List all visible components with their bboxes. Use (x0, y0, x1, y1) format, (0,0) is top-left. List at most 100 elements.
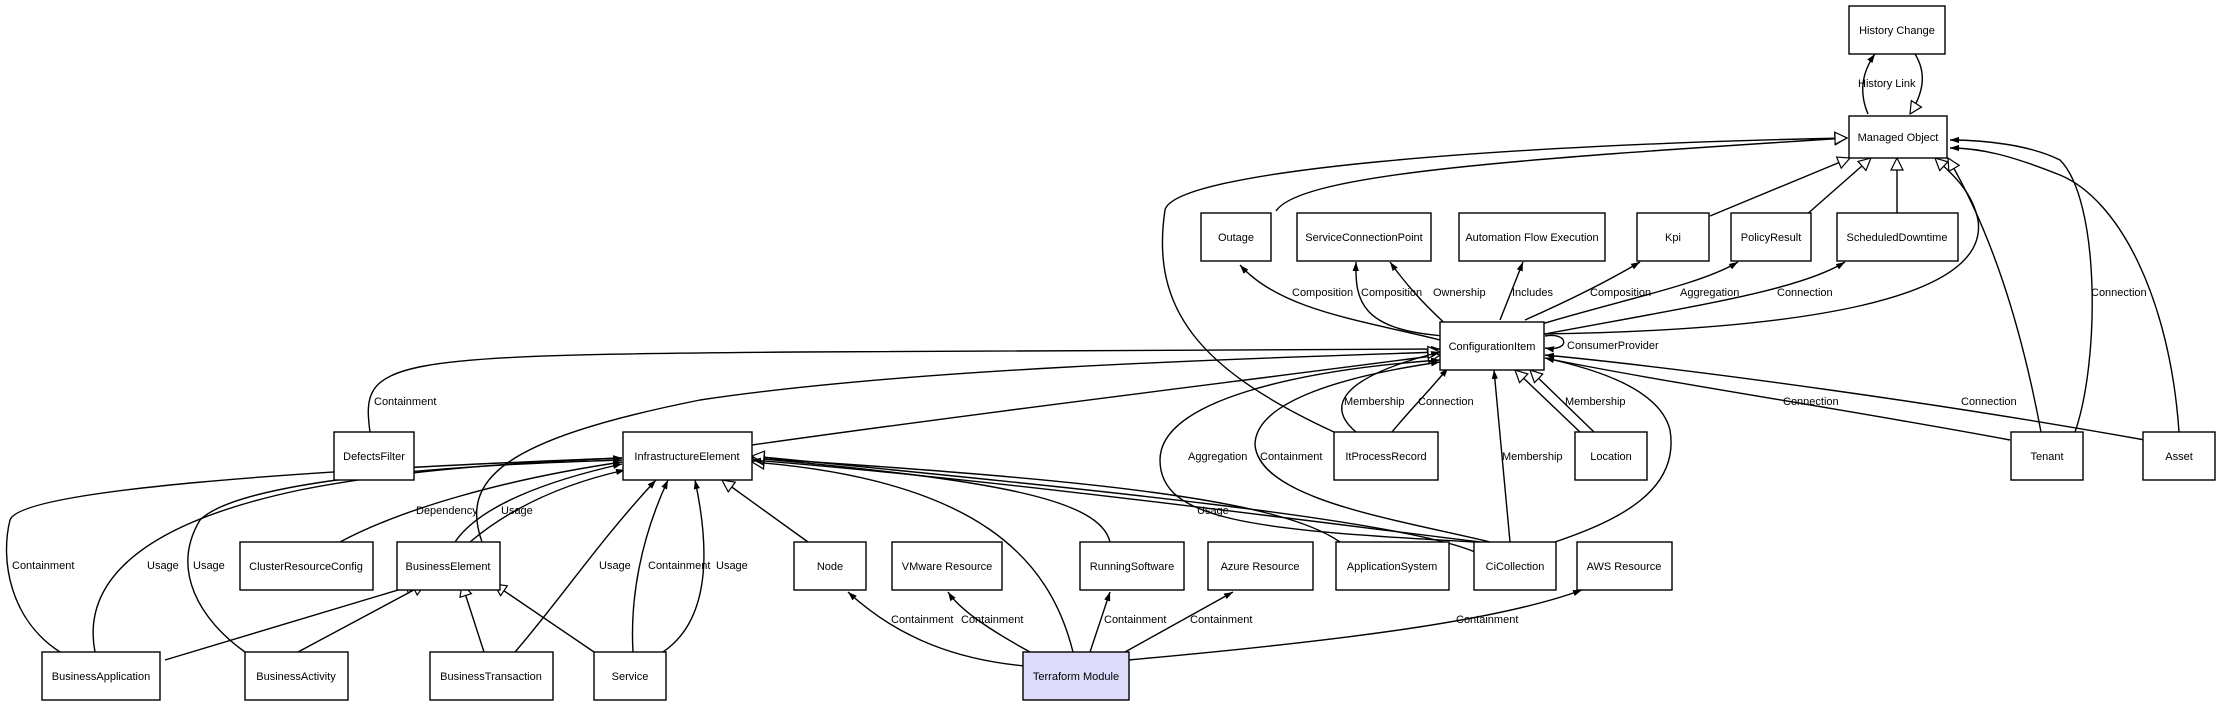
edge-managedobject-historychange (1861, 53, 1876, 115)
edge-terraform-infra (752, 462, 1074, 653)
node-azure-resource[interactable]: Azure Resource (1207, 541, 1314, 591)
edge-service-infra-usage (662, 479, 705, 653)
node-outage[interactable]: Outage (1200, 212, 1272, 262)
node-label: Automation Flow Execution (1465, 232, 1598, 244)
node-label: CiCollection (1486, 561, 1545, 573)
edge-cicollection-ci-aggregation (1159, 357, 1476, 543)
edge-label: Containment (648, 560, 710, 572)
edge-busapp-infra-usage (92, 455, 623, 653)
node-configuration-item[interactable]: ConfigurationItem (1439, 321, 1545, 371)
node-application-system[interactable]: ApplicationSystem (1335, 541, 1450, 591)
node-kpi[interactable]: Kpi (1636, 212, 1710, 262)
edge-label: Usage (501, 505, 533, 517)
node-location[interactable]: Location (1574, 431, 1648, 481)
node-vmware-resource[interactable]: VMware Resource (891, 541, 1003, 591)
edge-label: Containment (1456, 614, 1518, 626)
node-aws-resource[interactable]: AWS Resource (1576, 541, 1673, 591)
node-managed-object[interactable]: Managed Object (1848, 115, 1948, 159)
edge-label: Ownership (1433, 287, 1486, 299)
edge-label: Membership (1565, 396, 1626, 408)
edge-bustransaction-buselement (462, 584, 485, 653)
edge-node-infra (722, 480, 809, 543)
node-tenant[interactable]: Tenant (2010, 431, 2084, 481)
node-defects-filter[interactable]: DefectsFilter (333, 431, 415, 481)
node-asset[interactable]: Asset (2142, 431, 2216, 481)
node-label: RunningSoftware (1090, 561, 1174, 573)
node-it-process-record[interactable]: ItProcessRecord (1333, 431, 1439, 481)
edge-terraform-azure (1124, 591, 1234, 653)
node-history-change[interactable]: History Change (1848, 5, 1946, 55)
node-label: Terraform Module (1033, 671, 1119, 683)
edge-label: Containment (891, 614, 953, 626)
node-business-element[interactable]: BusinessElement (396, 541, 501, 591)
edge-label: Composition (1590, 287, 1651, 299)
edge-tenant-ci (1544, 356, 2011, 441)
edge-label: Connection (1961, 396, 2017, 408)
edge-labels: History Link Composition Composition Own… (12, 78, 2147, 626)
edge-label: Connection (1783, 396, 1839, 408)
node-label: ScheduledDowntime (1847, 232, 1948, 244)
edge-label: Usage (193, 560, 225, 572)
edge-bustransaction-infra (514, 479, 657, 653)
node-service-connection-point[interactable]: ServiceConnectionPoint (1296, 212, 1432, 262)
edge-label: Connection (1418, 396, 1474, 408)
node-label: BusinessApplication (52, 671, 150, 683)
node-policy-result[interactable]: PolicyResult (1730, 212, 1812, 262)
edge-infra-ci (751, 355, 1440, 446)
node-label: Asset (2165, 451, 2193, 463)
edge-outage-managedobject (1275, 138, 1847, 212)
edge-terraform-vmware (947, 591, 1031, 653)
edge-buselement-infra-usage (469, 468, 626, 543)
edge-label: Containment (961, 614, 1023, 626)
edge-runningsoftware-infra (752, 458, 1111, 543)
node-business-activity[interactable]: BusinessActivity (244, 651, 349, 701)
edge-businesselement-ci (475, 352, 1440, 543)
nodes: History Change Managed Object Outage Ser… (41, 5, 2216, 701)
node-label: ConfigurationItem (1449, 341, 1536, 353)
edge-label: Containment (1104, 614, 1166, 626)
edge-policyresult-managedobject (1804, 158, 1871, 217)
edge-tenant-managedobject (1948, 158, 2042, 433)
edge-label: Aggregation (1680, 287, 1739, 299)
edge-label: Containment (374, 396, 436, 408)
edge-location-ci-a (1515, 370, 1581, 433)
edge-label: ConsumerProvider (1567, 340, 1659, 352)
edge-asset-ci (1544, 352, 2146, 441)
node-automation-flow-execution[interactable]: Automation Flow Execution (1458, 212, 1606, 262)
node-label: PolicyResult (1741, 232, 1802, 244)
node-label: ServiceConnectionPoint (1305, 232, 1422, 244)
node-label: ItProcessRecord (1345, 451, 1426, 463)
edge-terraform-runningsoftware (1089, 591, 1111, 653)
edge-terraform-node (847, 591, 1026, 667)
edge-kpi-managedobject (1709, 158, 1850, 217)
node-label: Tenant (2030, 451, 2063, 463)
edge-busactivity-buselement (297, 584, 425, 653)
node-ci-collection[interactable]: CiCollection (1473, 541, 1557, 591)
node-label: VMware Resource (902, 561, 992, 573)
node-cluster-resource-config[interactable]: ClusterResourceConfig (239, 541, 374, 591)
edge-label: Usage (716, 560, 748, 572)
edge-buselement-infra (454, 462, 623, 543)
node-label: Node (817, 561, 843, 573)
node-running-software[interactable]: RunningSoftware (1079, 541, 1185, 591)
edge-ci-automation (1499, 261, 1524, 321)
node-terraform-module[interactable]: Terraform Module (1022, 651, 1130, 701)
node-node[interactable]: Node (793, 541, 867, 591)
edge-label: Usage (599, 560, 631, 572)
node-scheduled-downtime[interactable]: ScheduledDowntime (1836, 212, 1959, 262)
node-service[interactable]: Service (593, 651, 667, 701)
node-business-transaction[interactable]: BusinessTransaction (429, 651, 554, 701)
node-label: Managed Object (1858, 132, 1939, 144)
edge-label: Usage (147, 560, 179, 572)
edge-label: Membership (1502, 451, 1563, 463)
edge-busapp-buselement (164, 584, 418, 661)
edge-ci-outage (1239, 264, 1441, 341)
edge-terraform-aws (1127, 589, 1583, 661)
edges (5, 53, 2180, 667)
edge-label: Includes (1512, 287, 1553, 299)
node-infrastructure-element[interactable]: InfrastructureElement (622, 431, 753, 481)
node-label: BusinessElement (406, 561, 491, 573)
node-business-application[interactable]: BusinessApplication (41, 651, 161, 701)
node-label: Kpi (1665, 232, 1681, 244)
